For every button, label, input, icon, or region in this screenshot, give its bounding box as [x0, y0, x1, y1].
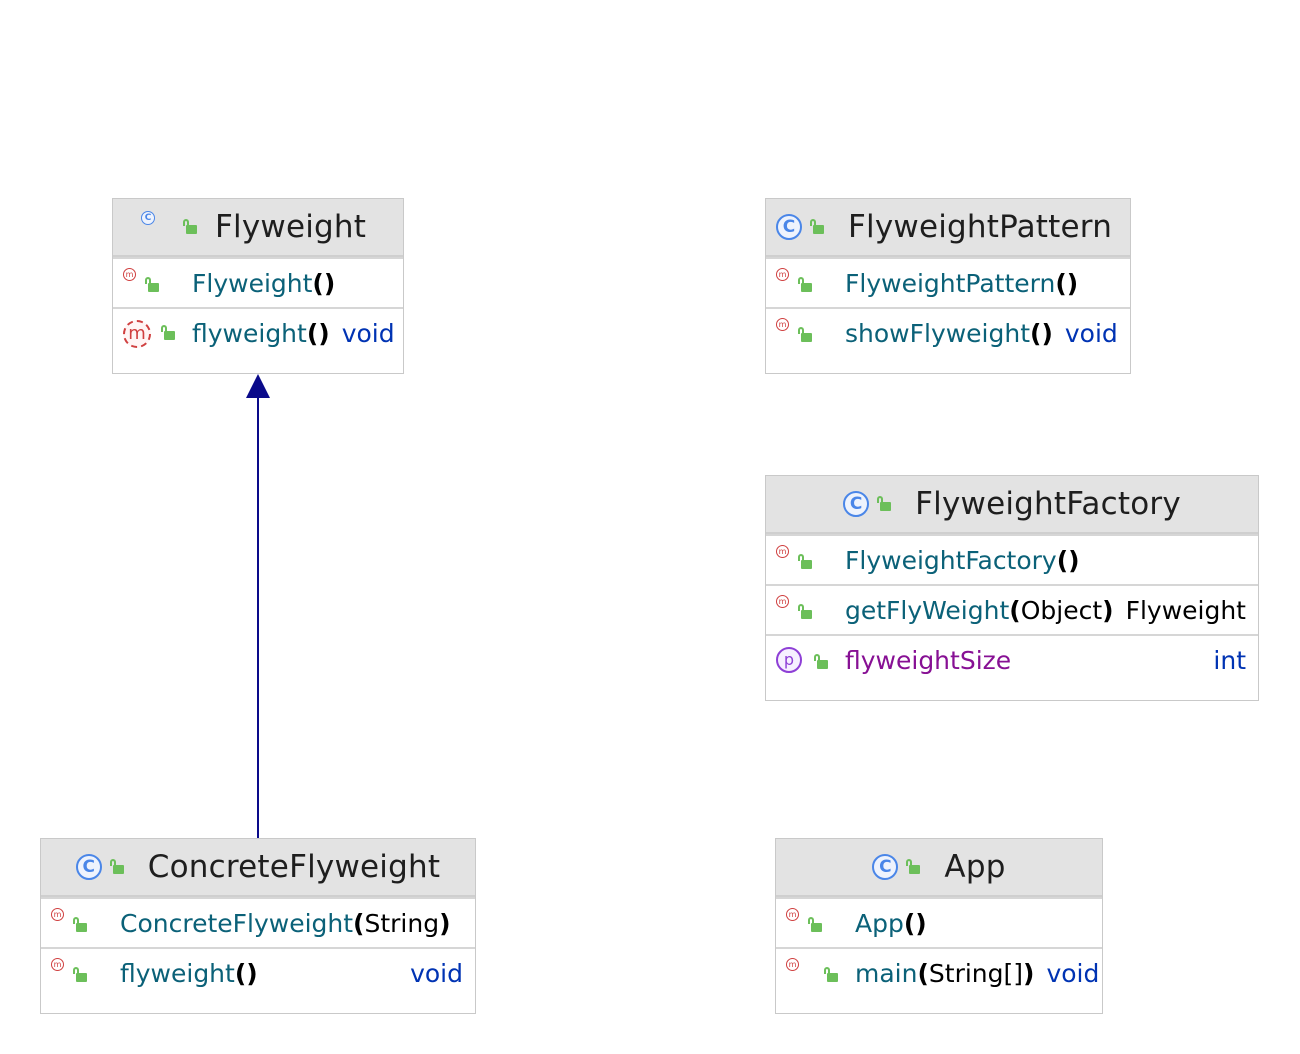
- member-name: getFlyWeight: [845, 595, 1010, 625]
- public-lock-icon: [808, 917, 822, 933]
- member-parens: (): [234, 958, 258, 988]
- public-lock-icon: [798, 604, 812, 620]
- member-row[interactable]: m Flyweight(): [113, 257, 403, 307]
- property-icon: p: [776, 647, 802, 673]
- member-close-paren: ): [1102, 595, 1114, 625]
- member-row[interactable]: p flyweightSize int: [766, 634, 1258, 684]
- class-name: App: [944, 849, 1006, 885]
- method-icon: m: [776, 268, 789, 281]
- member-row[interactable]: m flyweight() void: [113, 307, 403, 357]
- member-name: App: [855, 908, 904, 938]
- member-name: FlyweightPattern: [845, 268, 1056, 298]
- class-icon: C: [776, 214, 802, 240]
- class-flyweight-pattern[interactable]: C FlyweightPattern m FlyweightPattern() …: [765, 198, 1131, 374]
- public-lock-icon: [877, 496, 892, 512]
- public-lock-icon: [798, 554, 812, 570]
- class-concrete-flyweight[interactable]: C ConcreteFlyweight m ConcreteFlyweight(…: [40, 838, 476, 1014]
- public-lock-icon: [183, 219, 197, 235]
- member-name: ConcreteFlyweight: [120, 908, 354, 938]
- class-header: C Flyweight: [113, 199, 403, 257]
- class-flyweight[interactable]: C Flyweight m Flyweight() m flyweight()v…: [112, 198, 404, 374]
- member-return-type: Flyweight: [1125, 595, 1246, 625]
- inheritance-arrowhead: [246, 374, 270, 398]
- member-name: main: [855, 958, 918, 988]
- class-header: C ConcreteFlyweight: [41, 839, 475, 897]
- class-icon: C: [843, 491, 870, 517]
- abstract-method-icon: m: [123, 320, 151, 348]
- class-flyweight-factory[interactable]: C FlyweightFactory m FlyweightFactory() …: [765, 475, 1259, 701]
- member-open-paren: (: [353, 908, 365, 938]
- member-close-paren: ): [1023, 958, 1035, 988]
- public-lock-icon: [73, 917, 87, 933]
- member-arg-type: String[]: [928, 958, 1024, 988]
- member-parens: (): [903, 908, 927, 938]
- class-name: ConcreteFlyweight: [147, 849, 441, 885]
- member-arg-type: String: [364, 908, 440, 938]
- member-row[interactable]: m App(): [776, 897, 1102, 947]
- member-parens: (): [1030, 318, 1053, 348]
- member-name: flyweight: [120, 958, 235, 988]
- public-lock-icon: [145, 277, 159, 293]
- member-row[interactable]: m main(String[]) void: [776, 947, 1102, 997]
- public-lock-icon: [73, 967, 87, 983]
- member-arg-type: Object: [1020, 595, 1103, 625]
- member-name: flyweight: [192, 318, 307, 348]
- public-lock-icon: [798, 327, 812, 343]
- class-name: Flyweight: [215, 209, 367, 245]
- class-header: C App: [776, 839, 1102, 897]
- member-name: FlyweightFactory: [845, 545, 1057, 575]
- property-name: flyweightSize: [845, 645, 1012, 675]
- public-lock-icon: [906, 859, 921, 875]
- class-name: FlyweightFactory: [915, 486, 1181, 522]
- member-row[interactable]: m getFlyWeight(Object) Flyweight: [766, 584, 1258, 634]
- member-return-type: void: [1046, 958, 1100, 988]
- public-lock-icon: [814, 654, 828, 670]
- member-row[interactable]: m FlyweightPattern(): [766, 257, 1130, 307]
- member-row[interactable]: m FlyweightFactory(): [766, 534, 1258, 584]
- class-header: C FlyweightFactory: [766, 476, 1258, 534]
- member-row[interactable]: m ConcreteFlyweight(String): [41, 897, 475, 947]
- method-icon: m: [51, 908, 64, 921]
- member-open-paren: (: [917, 958, 929, 988]
- member-parens: (): [1056, 545, 1080, 575]
- member-return-type: void: [410, 958, 463, 988]
- method-icon: m: [786, 958, 799, 971]
- class-app[interactable]: C App m App() m main(String[])void: [775, 838, 1103, 1014]
- member-close-paren: ): [439, 908, 451, 938]
- member-row[interactable]: m showFlyweight() void: [766, 307, 1130, 357]
- class-name: FlyweightPattern: [848, 209, 1113, 245]
- class-icon: C: [75, 854, 102, 880]
- public-lock-icon: [161, 325, 175, 341]
- member-row[interactable]: m flyweight() void: [41, 947, 475, 997]
- class-header: C FlyweightPattern: [766, 199, 1130, 257]
- member-return-type: void: [1064, 318, 1118, 348]
- member-open-paren: (: [1009, 595, 1021, 625]
- method-icon: m: [786, 908, 799, 921]
- member-name: Flyweight: [192, 268, 313, 298]
- method-icon: m: [776, 545, 789, 558]
- member-return-type: void: [341, 318, 395, 348]
- member-parens: (): [306, 318, 330, 348]
- method-icon: m: [123, 268, 136, 281]
- public-lock-icon: [824, 967, 838, 983]
- member-name: showFlyweight: [845, 318, 1031, 348]
- member-parens: (): [1055, 268, 1079, 298]
- public-lock-icon: [810, 219, 824, 235]
- method-icon: m: [776, 595, 789, 608]
- property-type: int: [1213, 645, 1246, 675]
- public-lock-icon: [798, 277, 812, 293]
- member-parens: (): [312, 268, 336, 298]
- class-icon: C: [872, 854, 899, 880]
- public-lock-icon: [109, 859, 124, 875]
- class-icon: C: [141, 211, 155, 225]
- method-icon: m: [51, 958, 64, 971]
- method-icon: m: [776, 318, 789, 331]
